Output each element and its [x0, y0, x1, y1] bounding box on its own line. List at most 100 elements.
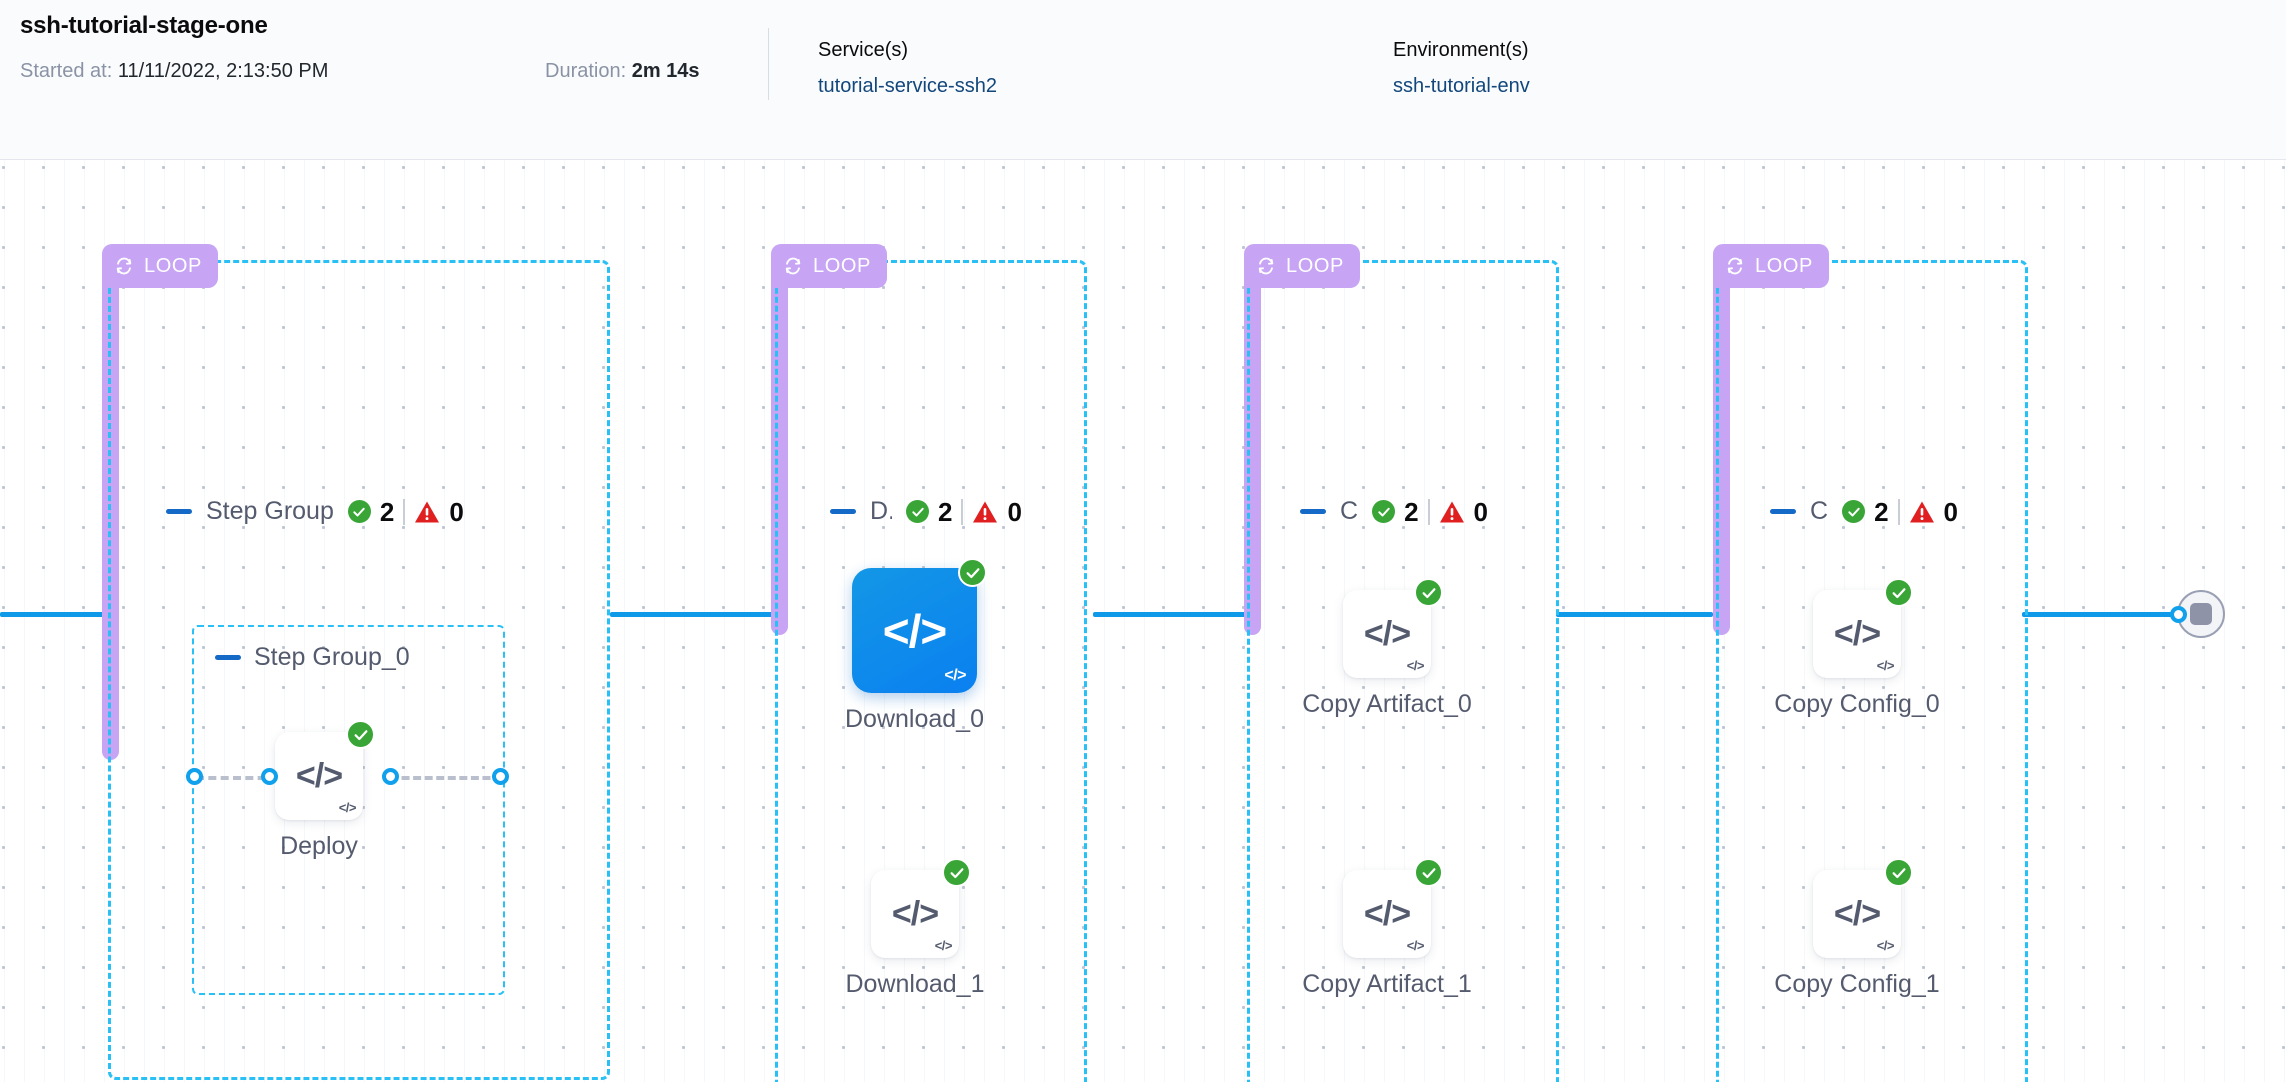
group-header-download[interactable]: D. 2 0 — [830, 497, 1022, 526]
node-tile[interactable]: </> </> — [1343, 870, 1431, 958]
environments-label: Environment(s) — [1393, 39, 1529, 61]
code-shell-script-icon: </> — [1363, 894, 1411, 933]
loop-badge[interactable]: LOOP — [102, 244, 218, 288]
code-shell-script-icon: </> — [1833, 894, 1881, 933]
loop-badge-label: LOOP — [1755, 255, 1813, 277]
status-divider — [403, 498, 406, 525]
dash-link-left — [196, 776, 278, 780]
node-tile[interactable]: </> </> — [275, 732, 363, 820]
port-subgroup-left[interactable] — [186, 768, 203, 785]
loop-badge-label: LOOP — [813, 255, 871, 277]
code-icon: </> — [1406, 938, 1425, 953]
edge-copy-artifact-to-copy-config — [1556, 612, 1713, 617]
environments-value-link[interactable]: ssh-tutorial-env — [1393, 75, 1530, 97]
duration-value: 2m 14s — [631, 60, 700, 82]
code-shell-script-icon: </> — [295, 756, 343, 795]
port-subgroup-right[interactable] — [492, 768, 509, 785]
error-count: 0 — [1943, 496, 1958, 527]
node-download-1[interactable]: </> </> Download_1 — [846, 858, 985, 998]
subgroup-label-step-group-0: Step Group_0 — [254, 643, 410, 671]
status-divider — [1427, 498, 1430, 525]
node-download-0[interactable]: </> </> Download_0 — [845, 558, 987, 733]
loop-badge[interactable]: LOOP — [1713, 244, 1829, 288]
port-end-in[interactable] — [2170, 606, 2187, 623]
error-warning-icon — [415, 501, 440, 522]
code-icon: </> — [1876, 938, 1895, 953]
node-label-download-1: Download_1 — [845, 970, 985, 998]
duration-label: Duration: — [545, 60, 627, 82]
group-header-copy-config[interactable]: C 2 0 — [1770, 497, 1958, 526]
dash-link-right — [390, 776, 502, 780]
status-divider — [1897, 498, 1900, 525]
node-status-success-icon — [942, 858, 971, 887]
error-warning-icon — [1909, 501, 1934, 522]
node-status-success-icon — [1884, 858, 1913, 887]
node-status-success-icon — [1884, 578, 1913, 607]
code-shell-script-icon: </> — [882, 604, 948, 657]
services-field: Service(s) tutorial-service-ssh2 — [818, 38, 997, 98]
loop-refresh-icon — [116, 257, 132, 275]
node-deploy[interactable]: </> </> Deploy — [275, 720, 375, 860]
error-count: 0 — [1473, 496, 1488, 527]
error-warning-icon — [973, 501, 998, 522]
duration-row: Duration: 2m 14s — [545, 60, 700, 83]
group-box-step-group[interactable] — [108, 260, 610, 1080]
success-check-icon — [906, 500, 929, 523]
node-tile[interactable]: </> </> — [871, 870, 959, 958]
execution-header: ssh-tutorial-stage-one Started at: 11/11… — [0, 0, 2286, 160]
node-copy-config-0[interactable]: </> </> Copy Config_0 — [1774, 578, 1940, 718]
status-divider — [961, 498, 964, 525]
loop-badge-label: LOOP — [1286, 255, 1344, 277]
node-copy-artifact-0[interactable]: </> </> Copy Artifact_0 — [1302, 578, 1472, 718]
subgroup-header-step-group-0[interactable]: Step Group_0 — [215, 643, 410, 672]
success-count: 2 — [1874, 496, 1889, 527]
node-copy-config-1[interactable]: </> </> Copy Config_1 — [1774, 858, 1940, 998]
group-box-copy-config[interactable] — [1716, 260, 2028, 1082]
port-node-out[interactable] — [382, 768, 399, 785]
node-copy-artifact-1[interactable]: </> </> Copy Artifact_1 — [1302, 858, 1472, 998]
pipeline-graph-canvas[interactable]: LOOP Step Group 2 0 Step Group_0 — [0, 160, 2286, 1082]
status-counts: 2 0 — [1372, 496, 1488, 527]
stop-square-icon — [2190, 603, 2212, 625]
group-header-copy-artifact[interactable]: C 2 0 — [1300, 497, 1488, 526]
code-icon: </> — [338, 800, 357, 815]
node-tile[interactable]: </> </> — [1343, 590, 1431, 678]
collapse-toggle-icon[interactable] — [1300, 509, 1326, 514]
success-count: 2 — [938, 496, 953, 527]
group-label-copy-artifact: C — [1340, 497, 1359, 525]
collapse-toggle-icon[interactable] — [830, 509, 856, 514]
edge-download-to-copy-artifact — [1093, 612, 1248, 617]
node-tile[interactable]: </> </> — [1813, 590, 1901, 678]
end-node[interactable] — [2177, 590, 2225, 638]
services-label: Service(s) — [818, 39, 909, 61]
node-tile[interactable]: </> </> — [852, 568, 977, 693]
group-box-copy-artifact[interactable] — [1247, 260, 1559, 1082]
loop-badge[interactable]: LOOP — [771, 244, 887, 288]
environments-field: Environment(s) ssh-tutorial-env — [1393, 38, 1530, 98]
collapse-toggle-icon[interactable] — [1770, 509, 1796, 514]
header-divider — [768, 28, 769, 100]
node-status-success-icon — [1414, 858, 1443, 887]
error-count: 0 — [449, 496, 464, 527]
code-shell-script-icon: </> — [1363, 614, 1411, 653]
node-label-copy-config-1: Copy Config_1 — [1774, 970, 1940, 998]
loop-badge-label: LOOP — [144, 255, 202, 277]
started-at-label: Started at: — [20, 60, 113, 82]
group-box-download[interactable] — [775, 260, 1087, 1082]
success-count: 2 — [379, 496, 395, 527]
group-header-step-group[interactable]: Step Group 2 0 — [166, 497, 464, 526]
loop-badge[interactable]: LOOP — [1244, 244, 1360, 288]
services-value-link[interactable]: tutorial-service-ssh2 — [818, 75, 997, 97]
port-node-in[interactable] — [261, 768, 278, 785]
collapse-toggle-icon[interactable] — [166, 509, 192, 514]
node-label-copy-artifact-1: Copy Artifact_1 — [1302, 970, 1472, 998]
success-count: 2 — [1404, 496, 1419, 527]
success-check-icon — [1372, 500, 1396, 523]
subgroup-box-step-group-0[interactable] — [192, 625, 505, 995]
edge-step-group-to-download — [610, 612, 775, 617]
node-label-copy-artifact-0: Copy Artifact_0 — [1302, 690, 1472, 718]
node-tile[interactable]: </> </> — [1813, 870, 1901, 958]
node-status-success-icon — [958, 558, 987, 587]
collapse-toggle-icon[interactable] — [215, 655, 241, 660]
status-counts: 2 0 — [906, 496, 1022, 527]
